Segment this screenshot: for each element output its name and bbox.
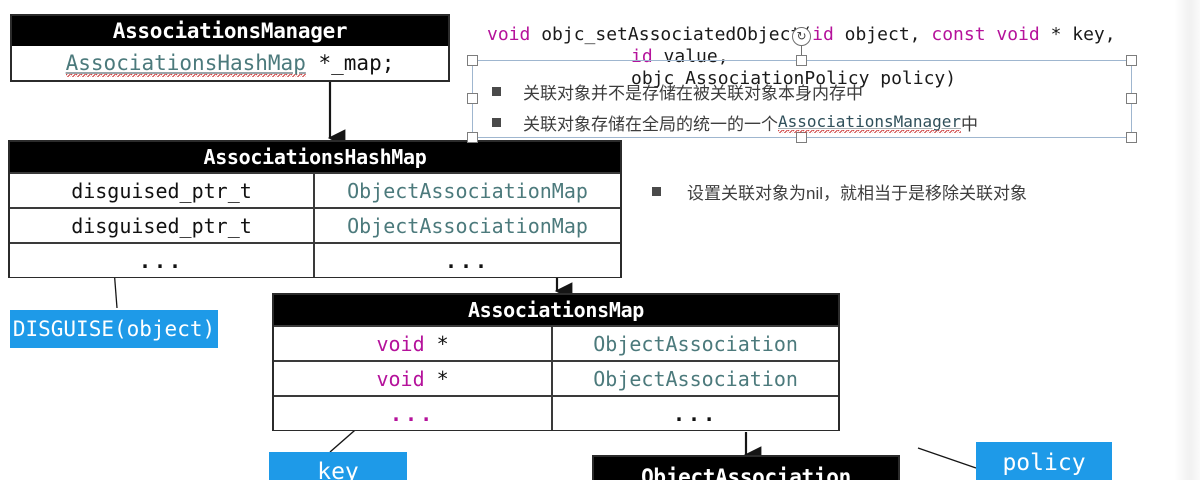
table-row: void * ObjectAssociation xyxy=(274,325,838,360)
assocmap-key-keyword: void xyxy=(376,366,425,391)
associations-manager-title: AssociationsManager xyxy=(12,16,448,46)
manager-field-name: *_map; xyxy=(318,51,395,75)
object-association-title: ObjectAssociation xyxy=(594,457,898,480)
assocmap-key-pointer: * xyxy=(436,331,449,356)
bullet-text: 设置关联对象为nil，就相当于是移除关联对象 xyxy=(687,183,1028,203)
assocmap-value-ellipsis: ... xyxy=(673,401,719,426)
assocmap-key-keyword: void xyxy=(376,331,425,356)
bullet-square-icon xyxy=(492,118,501,127)
function-signature: void objc_setAssociatedObject(id object,… xyxy=(487,2,1187,112)
sig-void-keyword: void xyxy=(487,24,531,45)
associations-hashmap-title: AssociationsHashMap xyxy=(10,142,620,172)
key-callout[interactable]: key xyxy=(269,452,407,480)
list-item: 设置关联对象为nil，就相当于是移除关联对象 xyxy=(652,176,1027,206)
sig-arg-value: value, xyxy=(652,46,729,67)
disguise-callout[interactable]: DISGUISE(object) xyxy=(10,310,218,348)
assocmap-value-cell: ObjectAssociation xyxy=(593,331,798,356)
hashmap-key-cell: disguised_ptr_t xyxy=(10,174,315,207)
bullet-text: 关联对象并不是存储在被关联对象本身内存中 xyxy=(523,84,863,103)
hashmap-value-ellipsis: ... xyxy=(444,248,491,273)
associations-hashmap-box[interactable]: AssociationsHashMap disguised_ptr_t Obje… xyxy=(8,140,622,278)
bullet-square-icon xyxy=(492,87,501,96)
manager-field-type: AssociationsHashMap xyxy=(65,51,306,77)
resize-handle-top-left[interactable] xyxy=(467,55,478,66)
hashmap-key-cell: disguised_ptr_t xyxy=(10,209,315,242)
bullet-text-suffix: 中 xyxy=(961,115,979,134)
sig-arg-key: * key, xyxy=(1039,24,1116,45)
sig-function-name: objc_setAssociatedObject( xyxy=(530,24,813,45)
resize-handle-middle-left[interactable] xyxy=(467,93,478,104)
resize-handle-bottom-right[interactable] xyxy=(1126,132,1137,143)
hashmap-value-cell: ObjectAssociationMap xyxy=(347,213,588,238)
associations-map-box[interactable]: AssociationsMap void * ObjectAssociation… xyxy=(272,293,840,431)
sig-id-keyword-2: id xyxy=(631,46,653,67)
sig-id-keyword: id xyxy=(812,24,834,45)
sig-const-void-keyword: const void xyxy=(931,24,1040,45)
table-row: ... ... xyxy=(10,242,620,277)
rotation-stem xyxy=(801,46,802,61)
policy-callout[interactable]: policy xyxy=(976,442,1112,480)
associations-map-title: AssociationsMap xyxy=(274,295,838,325)
assocmap-key-ellipsis: ... xyxy=(274,397,554,430)
text-selection-frame[interactable]: ↻ xyxy=(467,27,1137,143)
hashmap-key-ellipsis: ... xyxy=(10,244,315,277)
bullet-square-icon xyxy=(652,186,661,196)
connector-policy-to-objassoc xyxy=(917,447,977,469)
resize-handle-top-right[interactable] xyxy=(1126,55,1137,66)
assocmap-key-cell: void * xyxy=(274,362,554,395)
table-row: disguised_ptr_t ObjectAssociationMap xyxy=(10,207,620,242)
assocmap-key-cell: void * xyxy=(274,327,554,360)
resize-handle-top-center[interactable] xyxy=(796,55,807,66)
resize-handle-middle-right[interactable] xyxy=(1126,93,1137,104)
bullet-list-bottom: 设置关联对象为nil，就相当于是移除关联对象 xyxy=(652,176,1027,206)
sig-arg-policy: objc_AssociationPolicy policy) xyxy=(631,68,957,89)
resize-handle-bottom-left[interactable] xyxy=(467,132,478,143)
object-association-box[interactable]: ObjectAssociation xyxy=(592,455,900,480)
assocmap-key-pointer: * xyxy=(436,366,449,391)
bullet-text: 关联对象存储在全局的统一的一个 xyxy=(523,115,778,134)
list-item: 关联对象并不是存储在被关联对象本身内存中 xyxy=(492,76,978,107)
table-row: disguised_ptr_t ObjectAssociationMap xyxy=(10,172,620,207)
assocmap-value-cell: ObjectAssociation xyxy=(593,366,798,391)
rotate-handle-icon[interactable]: ↻ xyxy=(792,27,811,46)
sig-arg-object: object, xyxy=(833,24,932,45)
bullet-inline-code: AssociationsManager xyxy=(778,112,962,133)
associations-manager-box[interactable]: AssociationsManager AssociationsHashMap … xyxy=(10,14,450,82)
associations-manager-field: AssociationsHashMap *_map; xyxy=(12,46,448,80)
hashmap-value-cell: ObjectAssociationMap xyxy=(347,178,588,203)
table-row: ... ... xyxy=(274,395,838,430)
table-row: void * ObjectAssociation xyxy=(274,360,838,395)
